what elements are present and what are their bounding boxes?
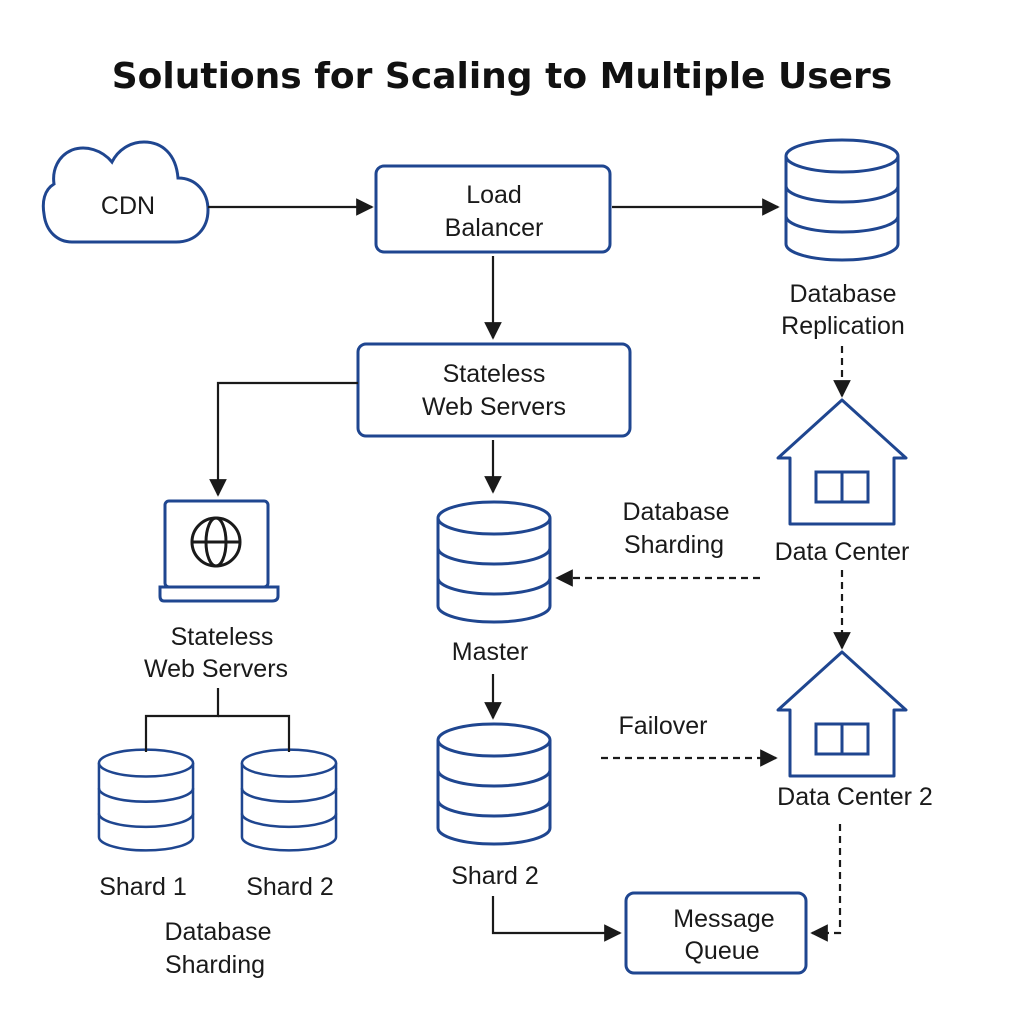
stateless-web-servers-box-label-line-1: Stateless [443,360,546,388]
web-servers-to-laptop-arrow [209,381,358,497]
load-balancer-box [374,164,612,254]
cloud-icon [41,140,210,244]
failover-label: Failover [619,712,708,740]
shard-2-center-label: Shard 2 [451,862,539,890]
data-center-label: Data Center [775,538,910,566]
house-icon-2 [776,650,908,778]
database-sharding-bottom-label-line-2: Sharding [165,951,265,979]
shard-2-left-label: Shard 2 [246,873,334,901]
page-title: Solutions for Scaling to Multiple Users [112,56,893,97]
laptop-to-shards-connector [144,688,220,752]
shard-1-database-icon [97,748,195,852]
message-queue-label-line-1: Message [673,905,774,933]
load-balancer-label-line-1: Load [466,181,522,209]
data-center-2-to-message-queue-dashed-arrow [810,824,842,942]
data-center-2-label: Data Center 2 [777,783,933,811]
cdn-label: CDN [101,192,155,220]
stateless-web-servers-laptop-label-line-2: Web Servers [144,655,288,683]
database-icon [784,138,900,262]
shard-2-to-message-queue-arrow [491,896,622,942]
message-queue-label-line-2: Queue [684,937,759,965]
shard-2-left-database-icon [240,748,338,852]
database-replication-label-line-1: Database [789,280,896,308]
message-queue-box [624,891,808,975]
stateless-web-servers-box [356,342,632,438]
house-icon [776,398,908,526]
load-balancer-label-line-2: Balancer [445,214,544,242]
laptop-globe-icon [158,499,280,603]
laptop-to-shard-2-connector [218,714,291,752]
database-sharding-middle-label-line-1: Database [622,498,729,526]
database-replication-label-line-2: Replication [781,312,905,340]
shard-2-database-icon [436,722,552,846]
stateless-web-servers-box-label-line-2: Web Servers [422,393,566,421]
master-database-icon [436,500,552,624]
database-sharding-bottom-label-line-1: Database [164,918,271,946]
shard-1-label: Shard 1 [99,873,187,901]
master-label: Master [452,638,528,666]
stateless-web-servers-laptop-label-line-1: Stateless [171,623,274,651]
database-sharding-middle-label-line-2: Sharding [624,531,724,559]
